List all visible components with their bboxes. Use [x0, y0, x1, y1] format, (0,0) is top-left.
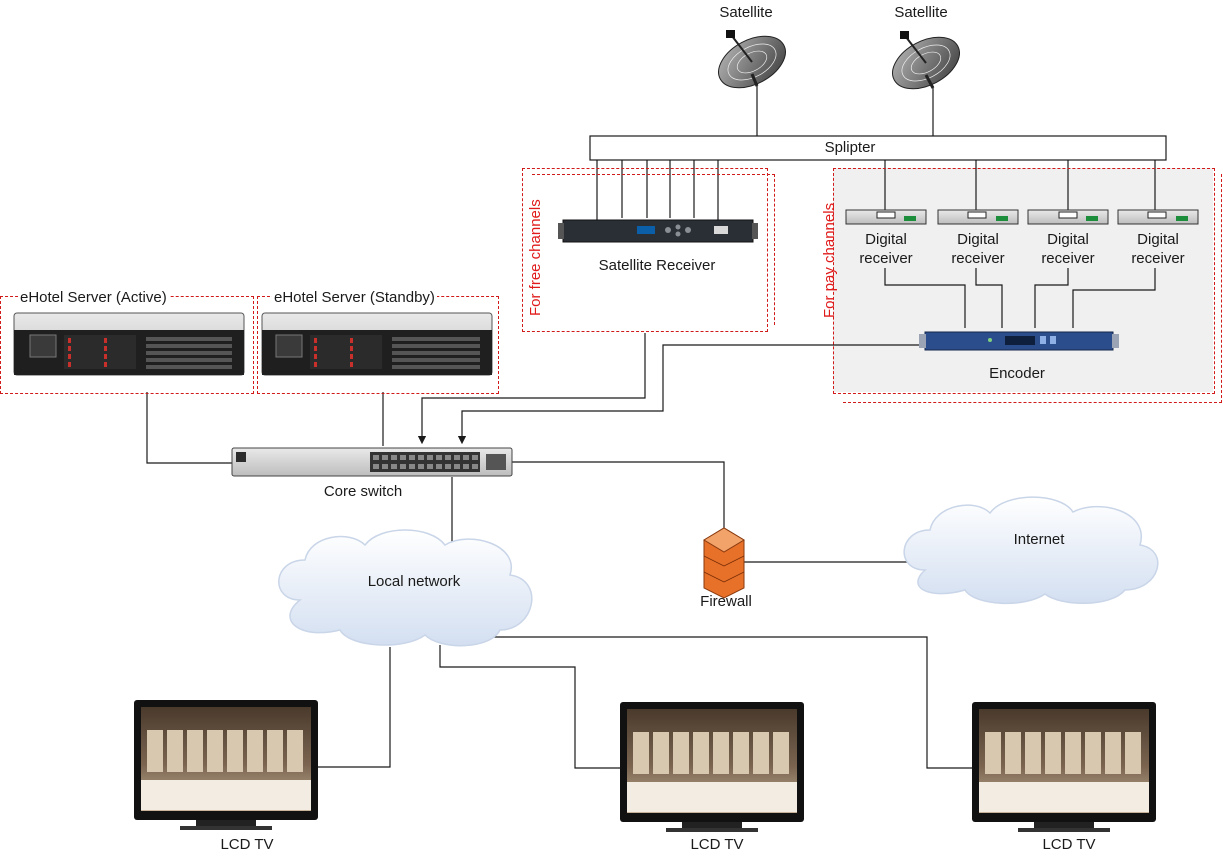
splitter-label: Splipter — [824, 139, 876, 156]
satellite-dish-icon — [718, 30, 786, 89]
satellite-label: Satellite — [894, 4, 948, 21]
server-icon — [13, 312, 245, 376]
free-channels-group — [522, 168, 768, 332]
lcd-tv-icon — [134, 700, 318, 830]
digital-receiver-icon — [1027, 209, 1109, 225]
server-active-group — [0, 296, 254, 394]
pay-group-background — [833, 168, 1213, 392]
splitter-box — [589, 135, 1167, 161]
lcd-tv-label: LCD TV — [1042, 836, 1096, 853]
core-switch-icon — [231, 447, 513, 477]
internet-label: Internet — [1013, 531, 1065, 548]
encoder-label: Encoder — [989, 365, 1045, 382]
internet-cloud-icon — [903, 496, 1159, 604]
encoder-icon — [919, 331, 1119, 351]
digital-receiver-label: Digital receiver — [1131, 231, 1185, 267]
digital-receiver-icon — [937, 209, 1019, 225]
pay-channels-group-shadow — [843, 174, 1222, 403]
free-channels-group-shadow — [532, 174, 775, 325]
satellite-receiver-icon — [558, 219, 758, 243]
lcd-tv-icon — [620, 702, 804, 832]
pay-channels-label: For pay channels — [821, 202, 838, 318]
digital-receiver-label: Digital receiver — [1041, 231, 1095, 267]
server-icon — [261, 312, 493, 376]
digital-receiver-label: Digital receiver — [951, 231, 1005, 267]
local-network-cloud-icon — [278, 529, 533, 647]
server-standby-label: eHotel Server (Standby) — [272, 289, 437, 306]
server-active-label: eHotel Server (Active) — [18, 289, 169, 306]
local-network-label: Local network — [367, 573, 461, 590]
digital-receiver-icon — [1117, 209, 1199, 225]
lcd-tv-label: LCD TV — [220, 836, 274, 853]
lcd-tv-label: LCD TV — [690, 836, 744, 853]
firewall-icon — [703, 527, 745, 599]
satellite-receiver-label: Satellite Receiver — [598, 257, 716, 274]
satellite-dish-icon — [892, 31, 960, 90]
satellite-label: Satellite — [719, 4, 773, 21]
digital-receiver-label: Digital receiver — [859, 231, 913, 267]
lcd-tv-icon — [972, 702, 1156, 832]
firewall-label: Firewall — [700, 593, 752, 610]
server-standby-group — [257, 296, 499, 394]
pay-channels-group — [833, 168, 1215, 394]
core-switch-label: Core switch — [323, 483, 403, 500]
digital-receiver-icon — [845, 209, 927, 225]
free-channels-label: For free channels — [527, 199, 544, 316]
